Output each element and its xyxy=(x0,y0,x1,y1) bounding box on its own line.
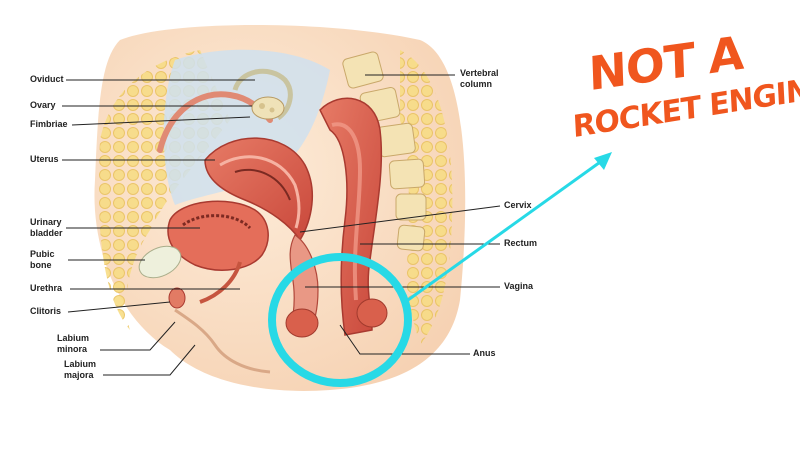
ovary xyxy=(251,96,285,120)
label-vagina: Vagina xyxy=(504,281,534,291)
label-labium-minora-line1: Labium xyxy=(57,333,90,343)
label-anus: Anus xyxy=(473,348,496,358)
highlight-circle xyxy=(268,253,412,387)
label-urethra: Urethra xyxy=(30,283,63,293)
label-labium-majora-line2: majora xyxy=(64,370,94,380)
label-pubic-bone: Pubic bone xyxy=(30,249,55,271)
anal-sphincter-right xyxy=(356,298,388,328)
uterus xyxy=(204,137,314,242)
label-urinary-line2: bladder xyxy=(30,228,63,238)
label-fimbriae: Fimbriae xyxy=(30,119,68,129)
urethra xyxy=(199,261,242,304)
label-urinary-bladder: Urinary bladder xyxy=(30,217,63,239)
label-clitoris: Clitoris xyxy=(30,306,62,316)
highlight-arrow-head xyxy=(594,152,612,170)
label-labium-minora-line2: minora xyxy=(57,344,88,354)
labia xyxy=(174,308,271,374)
label-vertebral-column: Vertebral column xyxy=(460,68,499,90)
clitoris xyxy=(168,287,186,309)
label-labium-minora: Labium minora xyxy=(57,333,89,355)
pubic-bone xyxy=(138,245,182,279)
label-labium-majora: Labium majora xyxy=(64,359,96,381)
label-pubic-line1: Pubic xyxy=(30,249,55,259)
anal-sphincter-left xyxy=(285,308,319,338)
label-urinary-line1: Urinary xyxy=(30,217,62,227)
label-oviduct: Oviduct xyxy=(30,74,64,84)
label-ovary: Ovary xyxy=(30,100,56,110)
label-labium-majora-line1: Labium xyxy=(64,359,97,369)
label-rectum: Rectum xyxy=(504,238,538,248)
leader-lines xyxy=(62,74,501,376)
label-pubic-line2: bone xyxy=(30,260,52,270)
label-cervix: Cervix xyxy=(504,200,532,210)
label-uterus: Uterus xyxy=(30,154,59,164)
highlight-arrow-line xyxy=(407,158,604,302)
label-vertebral-line2: column xyxy=(460,79,493,89)
label-vertebral-line1: Vertebral xyxy=(460,68,499,78)
